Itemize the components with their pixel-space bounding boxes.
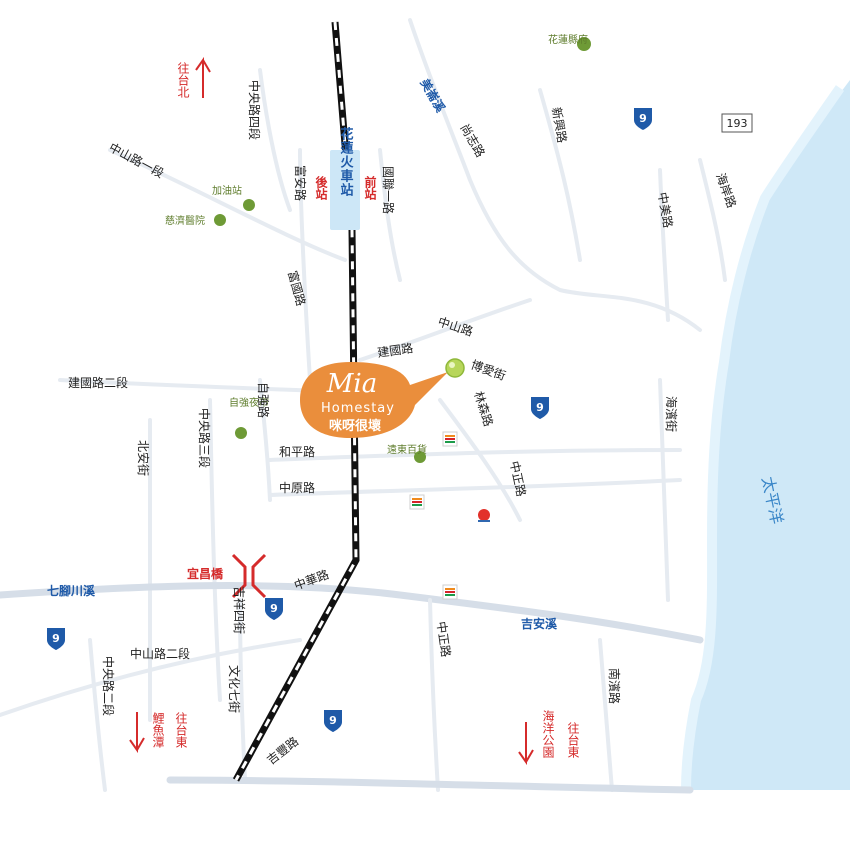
direction-sw-taitung-label: 往台東 [174, 711, 188, 748]
bridge-icon [231, 553, 267, 599]
road-label: 文化七街 [227, 665, 242, 713]
road-label: 博愛街 [469, 357, 508, 383]
pacific-ocean-area [690, 80, 850, 790]
svg-text:193: 193 [727, 117, 748, 130]
svg-text:9: 9 [536, 401, 544, 414]
direction-se: 往台東 海洋公園 [518, 709, 580, 766]
route-9-shield-icon: 9 [265, 598, 283, 620]
arrow-up-icon [195, 56, 211, 98]
tzu-chi-dot [214, 214, 226, 226]
seven-eleven-icons [409, 431, 490, 600]
road-label: 中原路 [279, 480, 315, 495]
road-label: 國聯一路 [381, 166, 396, 214]
road-label: 中正路 [434, 620, 454, 658]
far-eastern-label: 遠東百貨 [387, 443, 427, 456]
svg-text:9: 9 [639, 112, 647, 125]
route-9-shield-icon: 9 [634, 108, 652, 130]
route-9-shield-icon: 9 [47, 628, 65, 650]
gas-station-label: 加油站 [212, 184, 242, 197]
direction-liyutan-label: 鯉魚潭 [151, 712, 165, 748]
road-label: 吉祥四街 [232, 586, 246, 634]
homestay-name: Mia [326, 369, 377, 399]
road-label: 海濱街 [664, 396, 679, 432]
road-label: 自強路 [256, 382, 271, 418]
route-9-shields: 9 9 9 9 9 [47, 108, 652, 732]
seven-eleven-icon [442, 584, 458, 600]
yichang-bridge-label: 宜昌橋 [187, 566, 224, 581]
road-label: 中正路 [507, 460, 529, 498]
homestay-marker[interactable]: Mia Homestay 咪呀很壞 [300, 358, 465, 438]
svg-text:9: 9 [329, 714, 337, 727]
homestay-bubble [300, 362, 448, 438]
jian-creek-label: 吉安溪 [521, 616, 558, 631]
direction-north-label: 往台北 [176, 61, 190, 99]
road-label: 中山路一段 [107, 139, 167, 180]
road-label: 富安路 [293, 165, 308, 201]
road-label: 吉豐路 [264, 733, 302, 767]
county-hall-label: 花蓮縣府 [548, 33, 588, 46]
ziqiang-market-label: 自強夜市 [229, 396, 269, 409]
water-labels: 美崙溪 七腳川溪 吉安溪 太平洋 [47, 76, 787, 631]
road-label: 海岸路 [713, 171, 739, 210]
homestay-pin-icon [445, 358, 465, 378]
road-label: 南濱路 [607, 668, 622, 704]
arrow-down-icon [129, 712, 145, 754]
qijiaochuan-creek-label: 七腳川溪 [47, 583, 96, 598]
route-9-shield-icon: 9 [324, 710, 342, 732]
gas-station-dot [243, 199, 255, 211]
homestay-sub: Homestay [321, 401, 395, 416]
station-name: 花蓮火車站 [338, 126, 354, 197]
station-box [330, 150, 360, 230]
svg-text:9: 9 [270, 602, 278, 615]
road-label: 建國路二段 [68, 375, 128, 390]
direction-se-taitung-label: 往台東 [566, 721, 580, 758]
back-exit-label: 後站 [314, 175, 328, 201]
county-hall-dot [577, 37, 591, 51]
landmarks: 花蓮縣府 加油站 慈濟醫院 自強夜市 遠東百貨 宜昌橋 [165, 33, 591, 599]
road-label: 中央路二段 [101, 656, 116, 716]
front-exit-label: 前站 [363, 175, 377, 201]
road-label: 中美路 [655, 191, 676, 229]
route-193-sign: 193 [721, 113, 753, 133]
far-eastern-dot [414, 451, 426, 463]
road-label: 建國路 [376, 340, 414, 360]
road-label: 中山路 [436, 314, 475, 339]
seven-eleven-icon [409, 494, 425, 510]
meilun-creek-label: 美崙溪 [417, 76, 448, 116]
route-9-shield-icon: 9 [531, 397, 549, 419]
road-label: 新興路 [549, 106, 570, 144]
homestay-chinese: 咪呀很壞 [329, 418, 381, 434]
svg-text:9: 9 [52, 632, 60, 645]
road-label: 北安街 [136, 440, 151, 476]
train-station[interactable]: 花蓮火車站 後站 前站 [314, 126, 377, 230]
road-label: 和平路 [279, 444, 315, 459]
direction-sw: 往台東 鯉魚潭 [129, 711, 188, 754]
coast-shallow [681, 85, 845, 791]
road-label: 中央路三段 [197, 408, 212, 468]
direction-north: 往台北 [176, 56, 211, 99]
road-label: 林森路 [471, 389, 496, 428]
direction-ocean-park-label: 海洋公園 [541, 709, 555, 758]
arrow-down-icon [518, 722, 534, 766]
road-label: 中山路二段 [130, 646, 190, 661]
convenience-store-icon [478, 509, 490, 522]
ziqiang-market-dot [235, 427, 247, 439]
seven-eleven-icon [442, 431, 458, 447]
road-label: 中央路四段 [247, 80, 262, 140]
tzu-chi-label: 慈濟醫院 [165, 214, 205, 227]
